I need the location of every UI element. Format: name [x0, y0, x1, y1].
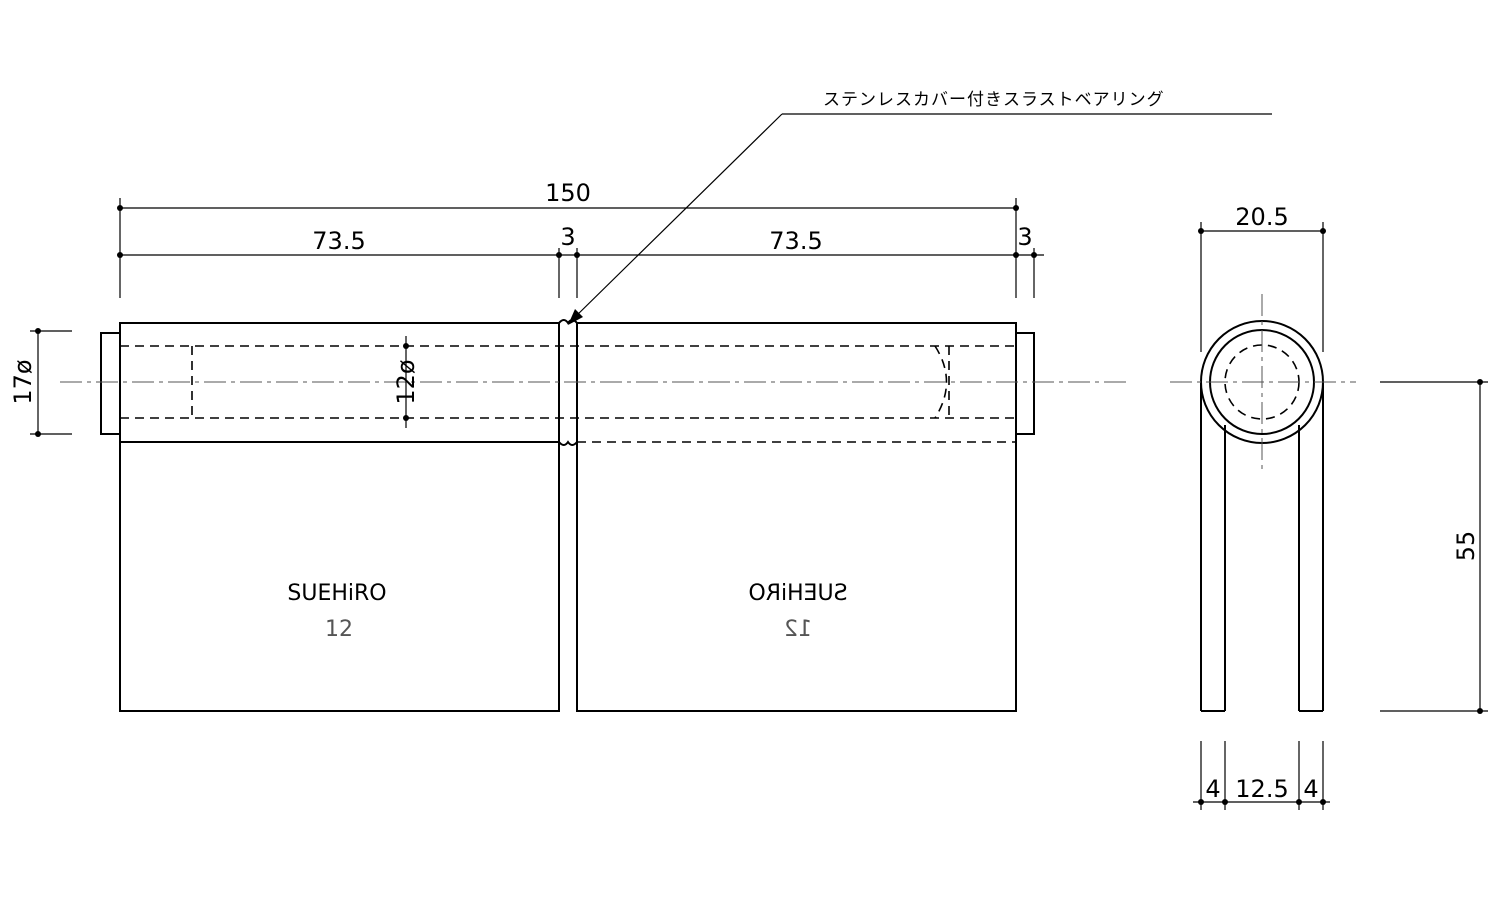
dim-inner-gap: 12.5: [1235, 775, 1288, 803]
dim-inner-diameter: 12ø: [392, 359, 420, 404]
thrust-bearing-ring: [558, 319, 578, 711]
callout: ステンレスカバー付きスラストベアリング: [568, 90, 1272, 325]
side-view: [1170, 294, 1356, 712]
side-width-dimension: 20.5: [1198, 203, 1326, 352]
height-dimension: 55: [1380, 379, 1488, 714]
left-end-cap: [100, 332, 121, 435]
dim-height: 55: [1452, 531, 1480, 562]
thickness-dimensions: 4 12.5 4: [1193, 741, 1330, 810]
hidden-pin-tip: [934, 345, 948, 419]
dim-overall-length: 150: [545, 179, 591, 207]
brand-marking-left: SUEHiRO: [287, 581, 386, 606]
dim-side-width: 20.5: [1235, 203, 1288, 231]
dim-leaf-right: 73.5: [769, 227, 822, 255]
callout-label: ステンレスカバー付きスラストベアリング: [823, 90, 1165, 110]
size-marking-right: 12: [784, 617, 812, 642]
right-end-cap: [1015, 332, 1035, 435]
dim-leaf-thickness-right: 4: [1303, 775, 1318, 803]
left-leaf: [119, 322, 560, 712]
right-leaf: [576, 322, 1017, 712]
dim-end-right: 3: [1017, 223, 1032, 251]
dim-outer-diameter: 17ø: [9, 359, 37, 404]
outer-diameter-dimension: 17ø: [9, 328, 72, 437]
brand-marking-right: SUEHiRO: [748, 581, 847, 606]
dim-gap-center: 3: [560, 223, 575, 251]
callout-arrowhead: [568, 309, 583, 325]
size-marking-left: 12: [325, 617, 353, 642]
callout-leader: [571, 113, 783, 321]
dim-leaf-left: 73.5: [312, 227, 365, 255]
front-view: SUEHiRO 12 SUEHiRO 12: [60, 319, 1130, 712]
inner-diameter-dimension: 12ø: [392, 336, 420, 428]
dim-leaf-thickness-left: 4: [1205, 775, 1220, 803]
length-dimensions: 150 73.5 3 73.5 3: [117, 179, 1044, 298]
